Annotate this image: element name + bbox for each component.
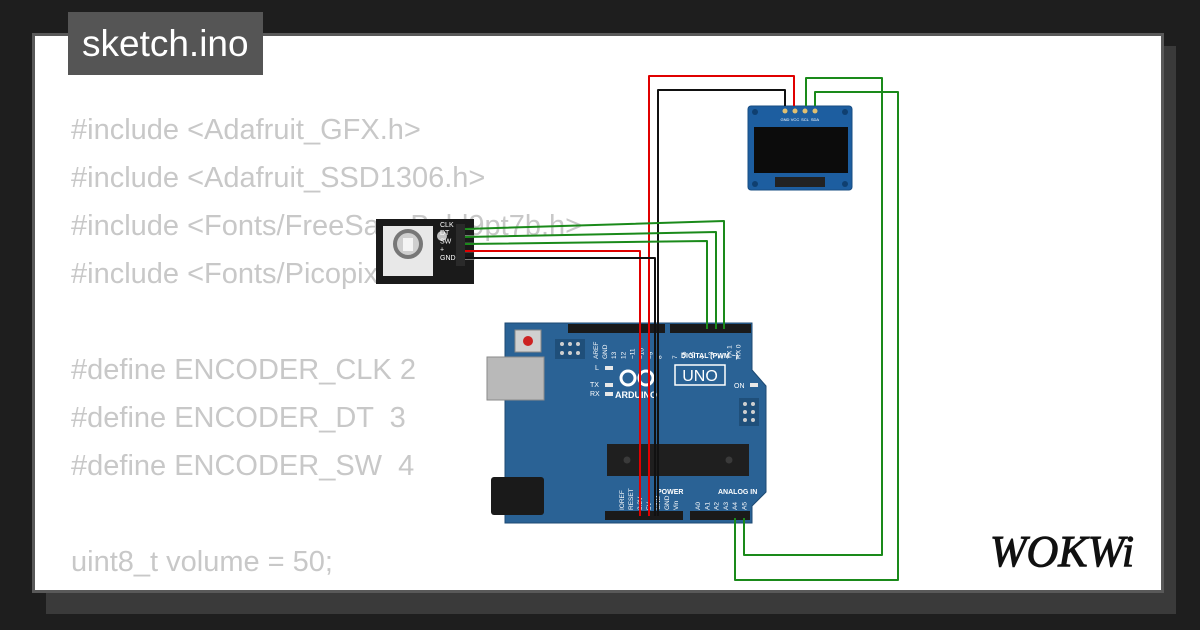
wire-oled-gnd bbox=[657, 89, 786, 516]
digital-pin-label: 7 bbox=[672, 355, 679, 359]
digital-pin-label: 2 bbox=[717, 355, 724, 359]
wokwi-logo: WOKWi bbox=[989, 527, 1134, 577]
arduino-brand: ARDUINO bbox=[615, 390, 657, 400]
code-line: #include <Adafruit_GFX.h> bbox=[71, 114, 421, 146]
wire-oled-scl bbox=[743, 77, 883, 556]
digital-header-right bbox=[670, 324, 751, 333]
digital-pin-label: ~10 bbox=[639, 348, 646, 359]
wire-encoder-sw bbox=[464, 240, 708, 329]
digital-header-left bbox=[568, 324, 665, 333]
code-line: #define ENCODER_DT 3 bbox=[71, 402, 406, 434]
analog-pin-label: A0 bbox=[695, 502, 702, 510]
oled-pin-label: VCC bbox=[791, 117, 800, 122]
led-l-label: L bbox=[595, 365, 599, 372]
power-label: POWER bbox=[657, 489, 683, 496]
encoder-pin-label: CLK bbox=[440, 222, 454, 229]
sketch-filename: sketch.ino bbox=[68, 12, 263, 75]
code-preview: #include <Adafruit_GFX.h> #include <Adaf… bbox=[71, 106, 582, 590]
wire-encoder-gnd bbox=[465, 257, 656, 516]
code-line: #define ENCODER_CLK 2 bbox=[71, 354, 416, 386]
oled-pin[interactable] bbox=[802, 108, 808, 114]
digital-pin-label: GND bbox=[602, 344, 609, 359]
digital-pin-label: ~6 bbox=[681, 351, 688, 359]
digital-pin-label: RX 0 bbox=[736, 344, 743, 359]
code-line: uint8_t volume = 50; bbox=[71, 546, 333, 578]
analog-pin-label: A4 bbox=[732, 502, 739, 510]
power-pin-label: RESET bbox=[628, 488, 635, 510]
wokwi-logo-text: WOKWi bbox=[990, 527, 1134, 576]
led-tx-label: TX bbox=[590, 382, 599, 389]
digital-pin-label: 4 bbox=[699, 355, 706, 359]
wire-oled-vcc bbox=[648, 75, 795, 516]
oled-pin[interactable] bbox=[812, 108, 818, 114]
code-line: #include <Adafruit_SSD1306.h> bbox=[71, 162, 486, 194]
oled-pin-label: GND bbox=[781, 117, 790, 122]
code-line: #define ENCODER_SW 4 bbox=[71, 450, 415, 482]
power-jack bbox=[491, 477, 544, 515]
digital-pin-label: 8 bbox=[657, 355, 664, 359]
analog-pin-label: A3 bbox=[723, 502, 730, 510]
oled-pin[interactable] bbox=[782, 108, 788, 114]
power-header bbox=[605, 511, 683, 520]
infinity-logo-left bbox=[619, 369, 637, 387]
preview-card: #include <Adafruit_GFX.h> #include <Adaf… bbox=[32, 33, 1164, 593]
icsp-header-right bbox=[739, 398, 759, 426]
wire-encoder-clk bbox=[464, 220, 725, 329]
power-pin-label: GND bbox=[664, 495, 671, 510]
digital-pin-label: ~5 bbox=[690, 351, 697, 359]
oled-pin[interactable] bbox=[792, 108, 798, 114]
wire-oled-sda bbox=[734, 91, 899, 581]
encoder-pin-label: DT bbox=[440, 230, 450, 237]
oled-pin-label: SDA bbox=[811, 117, 820, 122]
analog-label: ANALOG IN bbox=[718, 489, 757, 496]
encoder-pin-label: + bbox=[440, 247, 444, 254]
wire-encoder-dt bbox=[464, 231, 717, 329]
oled-pin-label: SCL bbox=[801, 117, 810, 122]
digital-pin-label: ~11 bbox=[629, 348, 636, 359]
usb-connector bbox=[486, 356, 545, 401]
uno-label: UNO bbox=[682, 368, 718, 385]
encoder-pin-label: SW bbox=[440, 238, 452, 245]
arduino-uno-board: ARDUINO UNO ON L TX RX DIGITAL (PWM ~) P… bbox=[486, 322, 767, 524]
digital-pin-label: AREF bbox=[593, 342, 600, 359]
digital-pin-label: ~3 bbox=[708, 351, 715, 359]
wire-encoder-vcc bbox=[465, 250, 641, 516]
analog-pin-label: A5 bbox=[742, 502, 749, 510]
atmega-chip bbox=[607, 444, 749, 476]
digital-label: DIGITAL (PWM ~) bbox=[681, 353, 738, 360]
analog-header bbox=[690, 511, 750, 520]
digital-pin-label: 13 bbox=[611, 351, 618, 359]
power-pin-label: Vin bbox=[673, 500, 680, 510]
encoder-pin-label: GND bbox=[440, 255, 456, 262]
analog-pin-label: A1 bbox=[704, 502, 711, 510]
led-rx-label: RX bbox=[590, 391, 600, 398]
power-pin-label: IOREF bbox=[619, 490, 626, 510]
on-label: ON bbox=[734, 383, 745, 390]
digital-pin-label: TX 1 bbox=[726, 345, 733, 359]
digital-pin-label: 12 bbox=[620, 351, 627, 359]
oled-screen bbox=[754, 127, 848, 173]
analog-pin-label: A2 bbox=[714, 502, 721, 510]
digital-pin-label: ~9 bbox=[648, 351, 655, 359]
